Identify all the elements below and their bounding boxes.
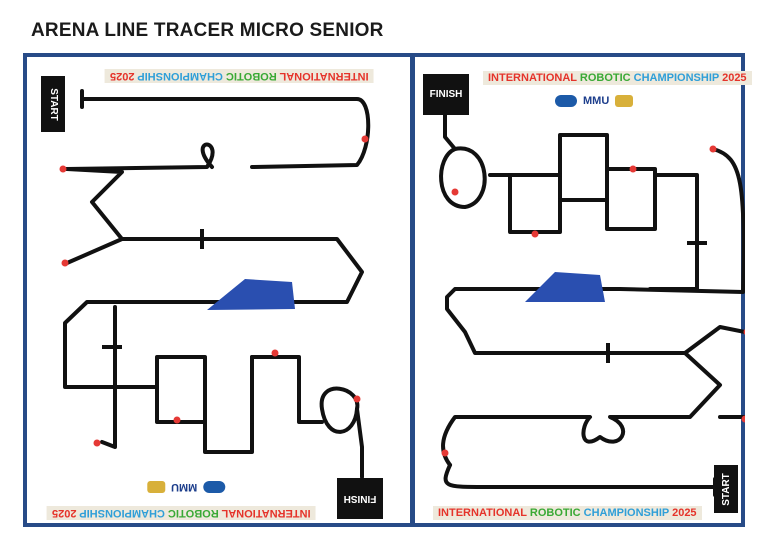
mmu-logo: MMU — [171, 481, 198, 493]
right-checkpoint-5 — [743, 329, 745, 335]
left-checkpoint-1 — [59, 165, 67, 173]
right-finish-block: FINISH — [423, 74, 469, 115]
left-finish-label: FINISH — [343, 493, 377, 504]
sponsor-badge-icon — [203, 481, 226, 493]
right-track-svg — [439, 113, 745, 497]
left-bottom-banner: INTERNATIONAL ROBOTIC CHAMPIONSHIP 2025 — [47, 506, 316, 520]
left-track-svg — [59, 89, 371, 479]
left-top-banner: INTERNATIONAL ROBOTIC CHAMPIONSHIP 2025 — [105, 69, 374, 83]
left-track-loop — [319, 386, 360, 434]
left-track-bulb — [65, 142, 215, 171]
right-track-start-line — [443, 463, 717, 489]
left-start-label: START — [47, 87, 59, 121]
left-checkpoint-2 — [61, 259, 69, 267]
page-title: ARENA LINE TRACER MICRO SENIOR — [31, 20, 384, 41]
right-top-banner: INTERNATIONAL ROBOTIC CHAMPIONSHIP 2025 — [483, 71, 752, 85]
emblem-icon — [615, 95, 634, 107]
banner-word-year: 2025 — [110, 70, 135, 82]
banner-word-robotic: ROBOTIC — [529, 507, 584, 519]
left-checkpoint-4 — [271, 349, 279, 357]
right-finish-label: FINISH — [429, 89, 463, 100]
right-track-right-vertical — [648, 173, 699, 291]
right-bottom-banner: INTERNATIONAL ROBOTIC CHAMPIONSHIP 2025 — [433, 506, 702, 520]
banner-word-international: INTERNATIONAL — [276, 70, 369, 82]
right-checkpoint-4 — [709, 145, 717, 153]
left-start-block: START — [41, 76, 65, 132]
left-checkpoint-3 — [361, 135, 369, 143]
banner-word-championship: CHAMPIONSHIP — [134, 70, 223, 82]
right-checkpoint-7 — [441, 449, 449, 457]
right-track-squares — [488, 133, 657, 234]
left-tent-icon — [207, 279, 295, 310]
left-sponsor-logos: MMU — [147, 481, 226, 493]
right-board: INTERNATIONAL ROBOTIC CHAMPIONSHIP 2025 … — [415, 57, 752, 523]
left-track-diamond-left — [65, 167, 124, 265]
left-track-squares — [113, 355, 324, 454]
banner-word-robotic: ROBOTIC — [164, 507, 219, 519]
emblem-icon — [147, 481, 165, 493]
mmu-logo: MMU — [583, 95, 610, 107]
left-board: INTERNATIONAL ROBOTIC CHAMPIONSHIP 2025 … — [27, 57, 410, 523]
right-sponsor-logos: MMU — [555, 95, 634, 107]
left-checkpoint-6 — [93, 439, 101, 447]
left-checkpoint-7 — [353, 395, 361, 403]
banner-word-championship: CHAMPIONSHIP — [633, 72, 723, 84]
right-checkpoint-1 — [451, 188, 459, 196]
banner-word-robotic: ROBOTIC — [222, 70, 277, 82]
right-checkpoint-3 — [629, 165, 637, 173]
right-start-label: START — [720, 472, 732, 506]
banner-word-year: 2025 — [52, 507, 77, 519]
banner-word-championship: CHAMPIONSHIP — [76, 507, 165, 519]
right-start-block: START — [714, 465, 738, 513]
right-track-bulb — [441, 351, 722, 467]
right-checkpoint-2 — [531, 230, 539, 238]
left-track-finish-line — [355, 407, 364, 479]
banner-word-robotic: ROBOTIC — [579, 72, 634, 84]
left-finish-block: FINISH — [337, 478, 383, 519]
banner-word-championship: CHAMPIONSHIP — [583, 507, 673, 519]
left-checkpoint-5 — [173, 416, 181, 424]
banner-word-international: INTERNATIONAL — [218, 507, 311, 519]
board-divider — [410, 57, 415, 523]
banner-word-year: 2025 — [722, 72, 747, 84]
left-track-square-a — [155, 355, 207, 424]
sponsor-badge-icon — [555, 95, 577, 107]
right-checkpoint-6 — [741, 415, 745, 423]
left-track-start-line — [80, 97, 371, 169]
right-track-loop — [439, 146, 487, 209]
right-track-middle — [445, 147, 745, 355]
banner-word-international: INTERNATIONAL — [488, 72, 580, 84]
arena-frame: INTERNATIONAL ROBOTIC CHAMPIONSHIP 2025 … — [23, 53, 752, 527]
left-track-middle — [63, 237, 364, 449]
right-tent-icon — [525, 272, 605, 302]
banner-word-international: INTERNATIONAL — [438, 507, 530, 519]
banner-word-year: 2025 — [672, 507, 697, 519]
right-track-finish-line — [443, 113, 457, 151]
